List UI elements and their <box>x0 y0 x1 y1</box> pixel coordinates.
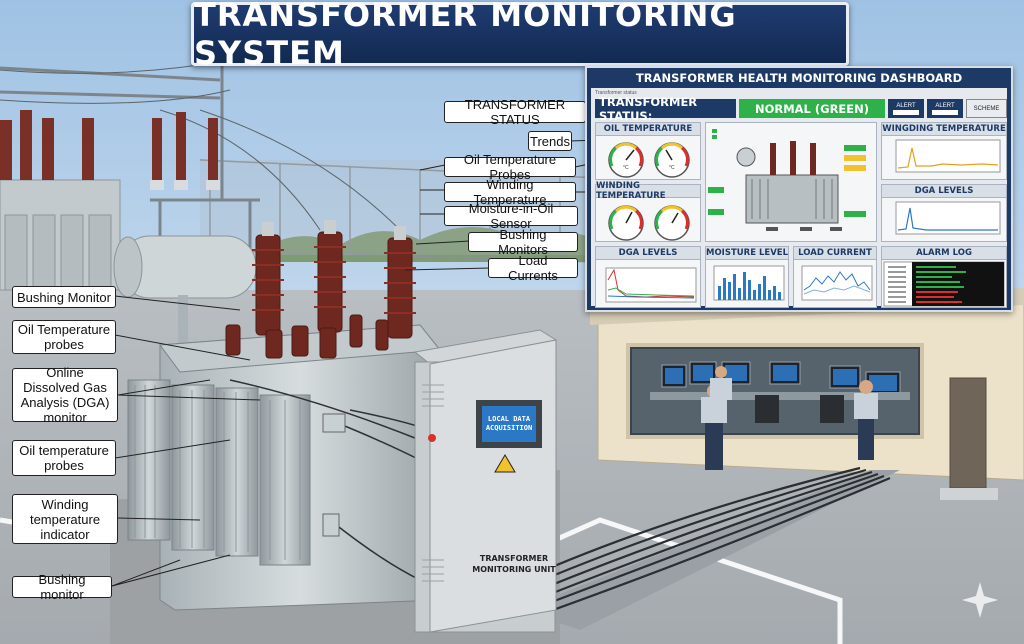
transformer-diagram-panel <box>705 122 877 242</box>
callout-oil-temperature-probes-2: Oil temperature probes <box>12 440 116 476</box>
load-current-heading: LOAD CURRENT <box>794 247 876 260</box>
title-banner: TRANSFORMER MONITORING SYSTEM <box>191 0 849 72</box>
callout-bushing-monitor: Bushing Monitor <box>12 286 116 308</box>
transformer-diagram <box>708 129 866 231</box>
alarm-log-list <box>883 261 1005 307</box>
alarm-log-heading: ALARM LOG <box>882 247 1006 260</box>
winding-temperature-trend-chart <box>895 139 1001 173</box>
callout-transformer-status: TRANSFORMER STATUS <box>444 97 586 127</box>
moisture-level-heading: MOISTURE LEVEL <box>706 247 789 260</box>
status-label: TRANSFORMER STATUS: <box>595 95 736 123</box>
winding-temperature-trend-heading: WINGDING TEMPERATURE <box>882 123 1006 136</box>
dga-levels-trend-heading: DGA LEVELS <box>882 185 1006 198</box>
callout-trends: Trends <box>528 131 572 151</box>
alarm-log-panel: ALARM LOG <box>881 246 1007 308</box>
gauge-unit-2: °C <box>669 165 675 171</box>
status-row: TRANSFORMER STATUS: NORMAL (GREEN) ALERT… <box>595 95 1007 123</box>
callout-load-currents: Load Currents <box>488 253 578 283</box>
oil-temperature-gauges <box>608 142 690 178</box>
callout-winding-temperature: Winding Temperature <box>444 177 576 207</box>
callout-winding-temperature-indicator: Winding temperature indicator <box>12 494 118 544</box>
dga-levels-heading: DGA LEVELS <box>596 247 700 260</box>
alert-1-value <box>893 109 919 115</box>
callout-bushing-monitors: Bushing Monitors <box>468 227 578 257</box>
callout-oil-temperature-probes: Oil Temperature probes <box>12 320 116 354</box>
status-badge: NORMAL (GREEN) <box>739 99 885 118</box>
monitoring-unit-label: TRANSFORMER MONITORING UNIT <box>472 554 556 574</box>
winding-temperature-heading: WINDING TEMPERATURE <box>596 181 700 201</box>
dashboard-caption: Transformer status <box>595 90 637 96</box>
oil-temperature-panel: OIL TEMPERATURE °C °C <box>595 122 701 180</box>
alert-2-value <box>932 109 958 115</box>
dashboard-body: Transformer status TRANSFORMER STATUS: N… <box>591 88 1007 308</box>
alert-indicator-1[interactable]: ALERT <box>888 99 924 118</box>
callout-bushing-monitor-2: Bushing monitor <box>12 572 112 602</box>
page-title: TRANSFORMER MONITORING SYSTEM <box>194 0 737 72</box>
health-dashboard: TRANSFORMER HEALTH MONITORING DASHBOARD … <box>585 66 1013 312</box>
winding-temperature-gauges <box>608 205 690 241</box>
callout-moisture-sensor: Moisture-in-Oil Sensor <box>444 201 578 231</box>
scheme-button[interactable]: SCHEME <box>966 99 1007 118</box>
oil-temperature-heading: OIL TEMPERATURE <box>596 123 700 136</box>
gauge-unit-1: °C <box>623 165 629 171</box>
alert-indicator-2[interactable]: ALERT <box>927 99 963 118</box>
dga-levels-trend-chart <box>895 201 1001 235</box>
dga-levels-trend-panel: DGA LEVELS <box>881 184 1007 242</box>
dga-levels-chart <box>605 267 697 303</box>
winding-temperature-trend-panel: WINGDING TEMPERATURE <box>881 122 1007 180</box>
local-data-acquisition-screen: LOCAL DATA ACQUISITION <box>482 406 536 442</box>
winding-temperature-panel: WINDING TEMPERATURE <box>595 181 701 242</box>
load-current-panel: LOAD CURRENT <box>793 246 877 308</box>
callout-dga-monitor: Online Dissolved Gas Analysis (DGA) moni… <box>12 365 118 425</box>
moisture-level-chart <box>713 265 785 301</box>
load-current-chart <box>801 265 873 301</box>
moisture-level-panel: MOISTURE LEVEL <box>705 246 789 308</box>
dashboard-title: TRANSFORMER HEALTH MONITORING DASHBOARD <box>635 71 963 85</box>
dga-levels-panel: DGA LEVELS <box>595 246 701 308</box>
callout-oil-temperature-probes-right: Oil Temperature Probes <box>444 152 576 182</box>
